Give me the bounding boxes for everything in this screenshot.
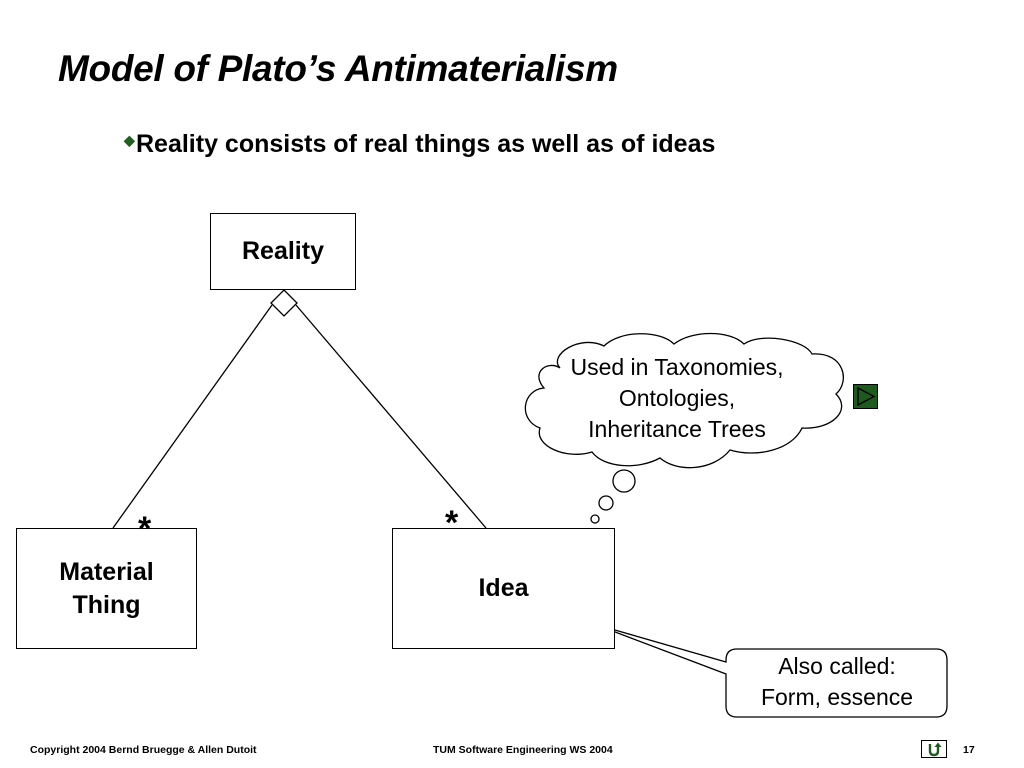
multiplicity-material: * xyxy=(138,510,152,548)
footer-course: TUM Software Engineering WS 2004 xyxy=(433,744,613,756)
bullet-point: ◆Reality consists of real things as well… xyxy=(124,130,715,159)
diamond-bullet-icon: ◆ xyxy=(124,131,135,148)
bullet-text: Reality consists of real things as well … xyxy=(136,130,716,158)
u-turn-icon xyxy=(928,742,942,757)
class-idea-label: Idea xyxy=(478,574,529,602)
play-triangle-icon xyxy=(857,386,876,407)
cloud-note-line: Inheritance Trees xyxy=(588,416,766,442)
class-idea: Idea xyxy=(392,528,615,649)
class-reality-label: Reality xyxy=(242,237,324,265)
cloud-note-line: Ontologies, xyxy=(618,385,736,411)
class-reality: Reality xyxy=(210,213,356,290)
thought-bubble-medium xyxy=(598,495,614,511)
callout-note-text: Also called: Form, essence xyxy=(727,651,947,713)
class-material-thing-label-line: Thing xyxy=(72,590,141,619)
cloud-note-line: Used in Taxonomies, xyxy=(570,354,784,380)
class-material-thing-label-line: Material xyxy=(59,557,154,586)
thought-bubble-small xyxy=(590,514,600,524)
nav-return-button[interactable] xyxy=(921,740,947,758)
aggregation-diamond-icon xyxy=(270,289,298,317)
callout-note-line: Also called: xyxy=(778,653,896,679)
thought-cloud-shape xyxy=(524,332,844,469)
thought-bubble-large xyxy=(612,469,636,493)
footer-page-number: 17 xyxy=(963,744,975,756)
multiplicity-idea: * xyxy=(445,504,459,542)
class-material-thing: Material Thing xyxy=(16,528,197,649)
callout-shape xyxy=(593,623,948,718)
class-material-thing-label: Material Thing xyxy=(59,556,153,622)
aggregation-line-idea xyxy=(295,304,487,529)
play-button[interactable] xyxy=(853,384,878,409)
footer-copyright: Copyright 2004 Bernd Bruegge & Allen Dut… xyxy=(30,744,257,756)
aggregation-line-material xyxy=(112,304,273,529)
slide-title: Model of Plato’s Antimaterialism xyxy=(58,48,618,89)
cloud-note-text: Used in Taxonomies, Ontologies, Inherita… xyxy=(546,352,808,445)
callout-note-line: Form, essence xyxy=(760,684,914,710)
